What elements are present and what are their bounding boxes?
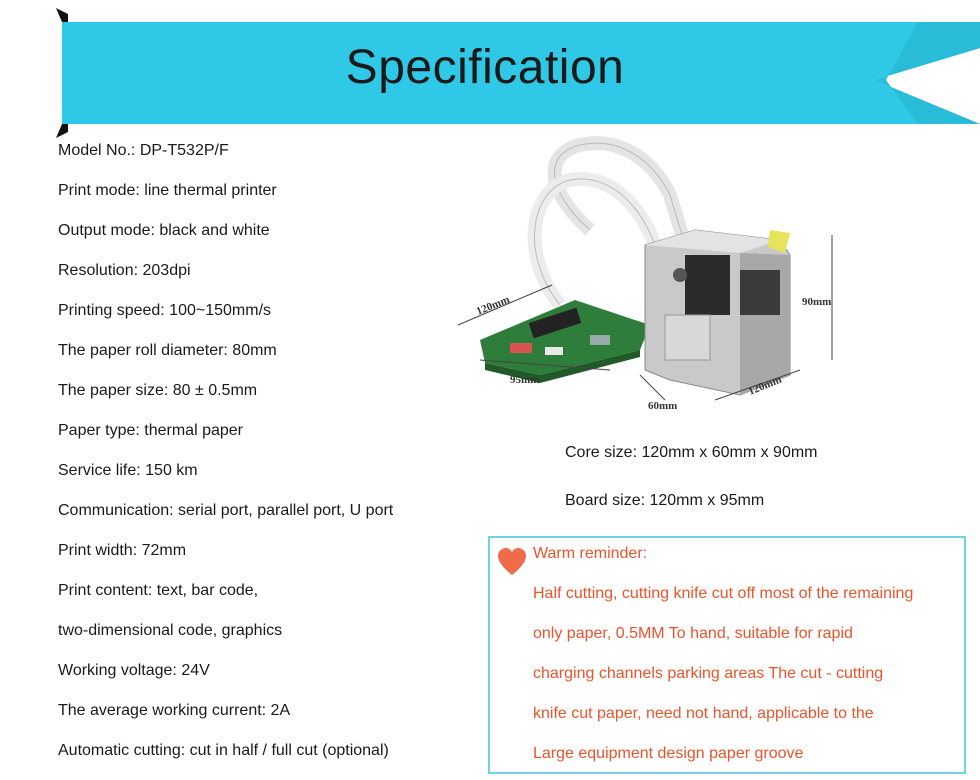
reminder-line: charging channels parking areas The cut …: [533, 665, 884, 682]
page-title: Specification: [345, 41, 625, 94]
spec-print-content: Print content: text, bar code,: [58, 582, 259, 599]
printer-product-image: 120mm 95mm 60mm 120mm 90mm: [440, 135, 840, 420]
reminder-title: Warm reminder:: [533, 545, 648, 562]
spec-automatic-cutting: Automatic cutting: cut in half / full cu…: [58, 742, 389, 759]
spec-print-width: Print width: 72mm: [58, 542, 187, 559]
banner-ribbon-shape: [56, 8, 980, 138]
reminder-line: knife cut paper, need not hand, applicab…: [533, 705, 874, 722]
specification-banner: [56, 8, 980, 138]
spec-working-current: The average working current: 2A: [58, 702, 291, 719]
core-size: Core size: 120mm x 60mm x 90mm: [565, 444, 818, 461]
dim-label-board-length: 120mm: [475, 294, 512, 318]
spec-service-life: Service life: 150 km: [58, 462, 198, 479]
board-size: Board size: 120mm x 95mm: [565, 492, 765, 509]
dim-label-board-width: 95mm: [510, 374, 539, 386]
spec-output-mode: Output mode: black and white: [58, 222, 270, 239]
spec-resolution: Resolution: 203dpi: [58, 262, 191, 279]
dim-label-core-height: 90mm: [802, 296, 831, 308]
spec-working-voltage: Working voltage: 24V: [58, 662, 210, 679]
reminder-line: Half cutting, cutting knife cut off most…: [533, 585, 914, 602]
spec-print-content-cont: two-dimensional code, graphics: [58, 622, 283, 639]
spec-printing-speed: Printing speed: 100~150mm/s: [58, 302, 272, 319]
spec-paper-size: The paper size: 80 ± 0.5mm: [58, 382, 258, 399]
reminder-line: only paper, 0.5MM To hand, suitable for …: [533, 625, 853, 642]
heart-icon: [498, 548, 526, 575]
spec-model: Model No.: DP-T532P/F: [58, 142, 229, 159]
spec-roll-diameter: The paper roll diameter: 80mm: [58, 342, 277, 359]
spec-communication: Communication: serial port, parallel por…: [58, 502, 394, 519]
spec-print-mode: Print mode: line thermal printer: [58, 182, 277, 199]
dim-label-core-width: 60mm: [648, 400, 677, 412]
warm-reminder-box: Warm reminder: Half cutting, cutting kni…: [488, 536, 966, 774]
reminder-line: Large equipment design paper groove: [533, 745, 804, 762]
spec-paper-type: Paper type: thermal paper: [58, 422, 243, 439]
printer-illustration: 120mm 95mm 60mm 120mm 90mm: [457, 136, 833, 412]
